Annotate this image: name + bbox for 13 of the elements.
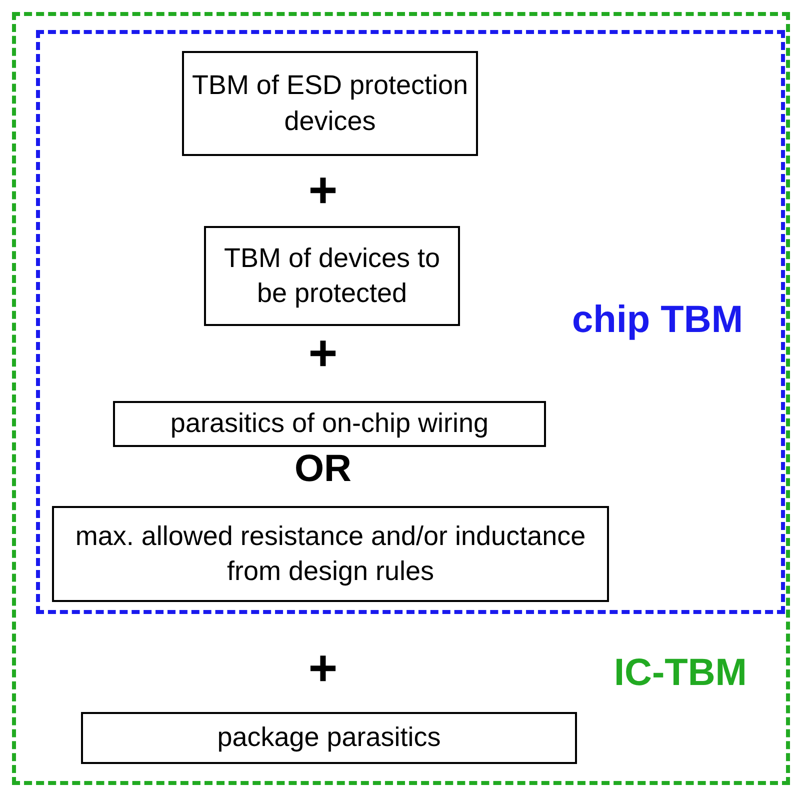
operator-label: OR	[294, 450, 352, 488]
group-title: chip TBM	[572, 299, 743, 342]
group-title: IC-TBM	[614, 652, 747, 695]
text-box: TBM of ESD protection devices	[182, 51, 478, 156]
text-box: max. allowed resistance and/or inductance from design rules	[52, 506, 609, 602]
operator-label: +	[307, 643, 339, 693]
text-box: TBM of devices to be protected	[204, 226, 460, 326]
dashed-frame	[12, 12, 790, 785]
dashed-frame	[36, 30, 785, 614]
operator-label: +	[307, 328, 339, 378]
operator-label: +	[307, 165, 339, 215]
text-box: package parasitics	[81, 712, 577, 764]
text-box: parasitics of on-chip wiring	[113, 401, 546, 447]
